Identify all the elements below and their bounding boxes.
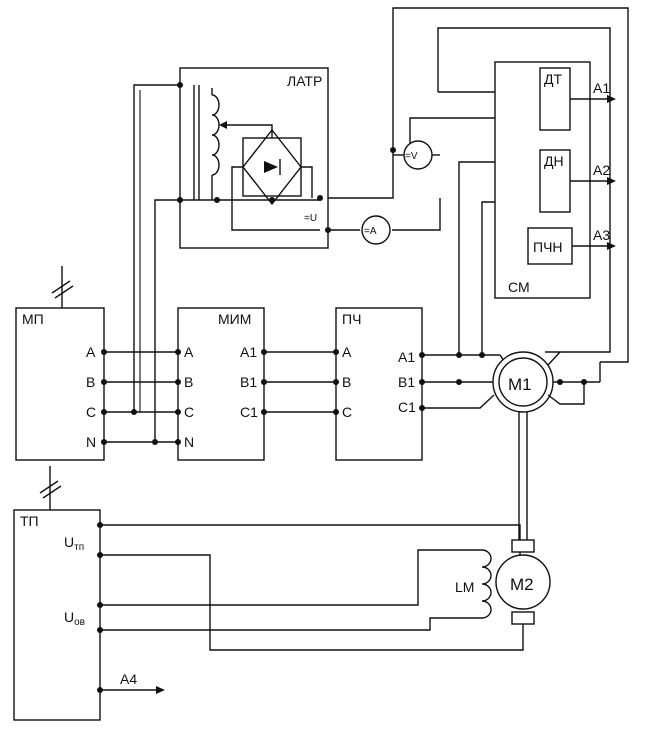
mim-frame <box>177 307 265 461</box>
m1-label: М1 <box>508 375 532 394</box>
pchn-label: ПЧН <box>533 239 563 255</box>
pch-out-b1: B1 <box>398 374 415 390</box>
latr-frame <box>179 67 329 249</box>
voltmeter: =V <box>393 140 440 170</box>
pch-out-c1: C1 <box>398 399 416 415</box>
dn-sensor <box>539 149 571 213</box>
mp-phase-n: N <box>86 434 96 450</box>
mim-block: МИМ A B C N A1 B1 C1 <box>177 307 265 461</box>
pch-out-a1: A1 <box>398 349 415 365</box>
ammeter-label: =A <box>364 226 377 237</box>
pch-in-a: A <box>342 344 352 360</box>
tp-label: ТП <box>20 513 39 529</box>
sm-label: СМ <box>508 279 530 295</box>
tp-frame <box>13 509 101 721</box>
pch-in-b: B <box>342 374 351 390</box>
feedback-wiring <box>320 7 629 363</box>
tp-u-ov: Uов <box>64 609 85 628</box>
pch-in-c: C <box>342 404 352 420</box>
shaft <box>518 412 528 540</box>
mim-out-c1: C1 <box>240 404 258 420</box>
ammeter: =A <box>361 215 391 245</box>
mim-label: МИМ <box>218 311 251 327</box>
dt-label: ДТ <box>544 71 562 87</box>
output-a3: А3 <box>593 227 610 243</box>
m2-label: М2 <box>510 575 534 594</box>
output-a2: А2 <box>593 162 610 178</box>
dc-output-label: =U <box>304 213 317 224</box>
mp-label: МП <box>22 311 44 327</box>
autotransformer-coil <box>211 94 220 176</box>
lm-label: LM <box>455 579 474 595</box>
tp-block: ТП Uтп Uов А4 <box>13 466 165 721</box>
mim-in-b: B <box>184 374 193 390</box>
pch-label: ПЧ <box>342 311 361 327</box>
mp-frame <box>15 307 105 461</box>
mim-in-c: C <box>184 404 194 420</box>
voltmeter-label: =V <box>405 151 418 162</box>
motor-m2: М2 <box>495 539 551 625</box>
output-a4: А4 <box>120 671 137 687</box>
mim-in-a: A <box>184 344 194 360</box>
mim-out-b1: B1 <box>240 374 257 390</box>
mim-out-a1: A1 <box>240 344 257 360</box>
mp-block: МП A B C N <box>15 266 105 461</box>
mim-in-n: N <box>184 434 194 450</box>
lm-winding: LM <box>455 549 492 619</box>
output-a1: А1 <box>593 80 610 96</box>
mp-phase-c: C <box>86 404 96 420</box>
tp-wiring <box>97 522 524 693</box>
motor-m1: М1 <box>422 351 601 413</box>
dn-label: ДН <box>544 153 564 169</box>
phase-wiring <box>104 84 336 443</box>
pch-frame <box>335 307 423 461</box>
latr-label: ЛАТР <box>287 73 322 89</box>
tp-u-tp: Uтп <box>64 534 84 553</box>
latr-block: ЛАТР =U <box>179 67 329 249</box>
mp-phase-b: B <box>86 374 95 390</box>
mp-phase-a: A <box>86 344 96 360</box>
sm-block: СМ ДТ ДН ПЧН А1 А2 А3 <box>494 61 616 299</box>
pch-block: ПЧ A B C A1 B1 C1 <box>335 307 423 461</box>
